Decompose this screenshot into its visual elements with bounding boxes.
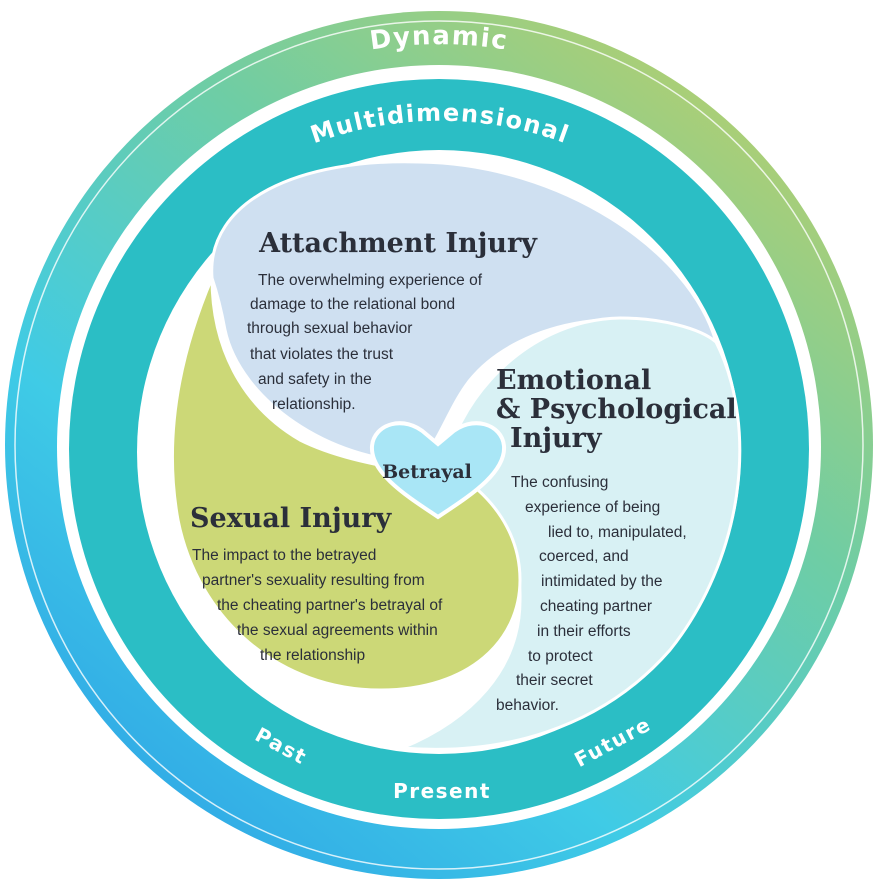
emotional-title-line: Injury: [510, 423, 603, 454]
attachment-line: through sexual behavior: [247, 320, 412, 337]
attachment-line: The overwhelming experience of: [258, 272, 483, 289]
emotional-title-line: & Psychological: [496, 394, 737, 425]
sexual-line: The impact to the betrayed: [192, 547, 376, 564]
emotional-line: cheating partner: [540, 598, 652, 615]
attachment-line: relationship.: [272, 396, 356, 413]
emotional-line: The confusing: [511, 474, 608, 491]
sexual-injury-title: Sexual Injury: [190, 503, 392, 534]
betrayal-label: Betrayal: [382, 461, 472, 483]
emotional-line: intimidated by the: [541, 573, 663, 590]
emotional-line: coerced, and: [539, 548, 629, 565]
sexual-injury-description: The impact to the betrayed partner's sex…: [192, 547, 443, 664]
dynamic-ring-label: Dynamic: [368, 21, 510, 56]
attachment-injury-title: Attachment Injury: [258, 228, 538, 259]
emotional-line: in their efforts: [537, 623, 631, 640]
emotional-line: their secret: [516, 672, 593, 689]
attachment-injury-description: The overwhelming experience of damage to…: [247, 272, 483, 413]
sexual-line: the relationship: [260, 647, 365, 664]
attachment-line: damage to the relational bond: [250, 296, 455, 313]
attachment-line: that violates the trust: [250, 346, 394, 363]
emotional-injury-title: Emotional & Psychological Injury: [496, 365, 737, 454]
sexual-line: partner's sexuality resulting from: [202, 572, 425, 589]
emotional-injury-description: The confusing experience of being lied t…: [496, 474, 687, 714]
emotional-line: to protect: [528, 648, 593, 665]
present-label: Present: [393, 779, 491, 803]
sexual-injury-region: [171, 277, 522, 692]
sexual-line: the sexual agreements within: [237, 622, 438, 639]
emotional-line: experience of being: [525, 499, 660, 516]
sexual-line: the cheating partner's betrayal of: [217, 597, 443, 614]
emotional-line: lied to, manipulated,: [548, 524, 687, 541]
emotional-title-line: Emotional: [496, 365, 651, 396]
emotional-line: behavior.: [496, 697, 559, 714]
attachment-line: and safety in the: [258, 371, 372, 388]
heart-icon: [369, 421, 507, 520]
